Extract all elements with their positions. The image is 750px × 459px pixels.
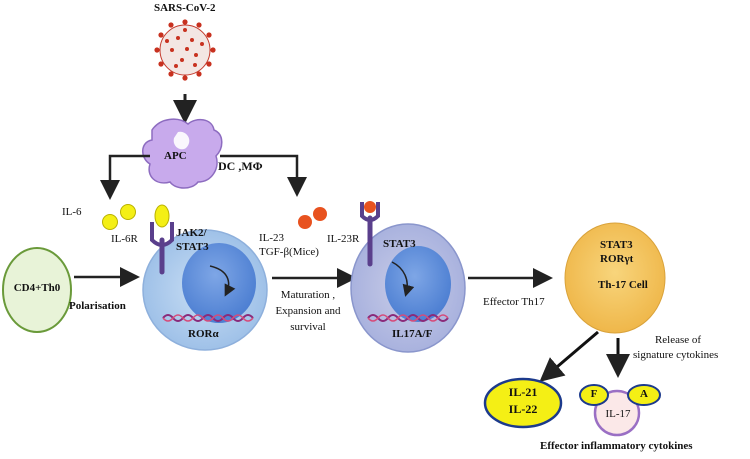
il21-il22-badge — [483, 377, 563, 429]
il23-molecule-icon — [313, 207, 327, 221]
th0-label: CD4+Th0 — [13, 282, 61, 294]
il21-label: IL-21 — [508, 385, 538, 399]
th17-to-il21-arrow — [539, 330, 599, 382]
maturation-line2: Expansion and — [275, 305, 341, 317]
th0-cell-shape — [2, 247, 72, 333]
apc-to-il6-arrow — [100, 154, 150, 200]
effector-th17-label: Effector Th17 — [483, 296, 545, 308]
release-line2: signature cytokines — [633, 349, 719, 361]
expanding-th17-cell — [350, 223, 466, 353]
il17-dimer-icon — [579, 384, 661, 437]
th17-ror-gamma-label: RORγt — [600, 253, 634, 265]
il6-receptor-icon — [150, 204, 174, 275]
effector-cytokines-caption: Effector inflammatory cytokines — [540, 440, 693, 452]
il23r-label: IL-23R — [327, 233, 360, 245]
il17-a-label: A — [640, 388, 648, 400]
ror-alpha-label: RORα — [188, 328, 219, 340]
th17-stat3-label: STAT3 — [600, 239, 633, 251]
apc-subtype-label: DC ,MΦ — [218, 159, 263, 173]
il22-label: IL-22 — [508, 402, 538, 416]
th17-cell-shape — [564, 222, 666, 334]
stat3-label: STAT3 — [176, 241, 209, 253]
il17-label: IL-17 — [605, 408, 631, 420]
il6-molecule-icon — [102, 214, 118, 230]
maturation-line3: survival — [290, 321, 326, 333]
virus-label: SARS-CoV-2 — [154, 2, 216, 14]
apc-to-il23-arrow — [220, 154, 307, 197]
apc-notch-shape — [173, 131, 190, 150]
polarisation-label: Polarisation — [69, 300, 126, 312]
apc-label: APC — [164, 150, 187, 162]
maturation-line1: Maturation , — [280, 289, 336, 301]
polarising-cell — [142, 229, 268, 351]
il6r-label: IL-6R — [111, 233, 138, 245]
th17-cell-label: Th-17 Cell — [598, 279, 648, 291]
il17-f-label: F — [590, 388, 598, 400]
il23-receptor-icon — [360, 201, 380, 267]
release-line1: Release of — [654, 334, 702, 346]
tgfb-label: TGF-β(Mice) — [259, 246, 319, 258]
apc-cell-shape — [142, 118, 223, 189]
jak2-label: JAK2/ — [176, 227, 207, 239]
sars-cov-2-virus-icon — [154, 19, 216, 81]
il23-molecule-icon — [298, 215, 312, 229]
cell2-stat3-label: STAT3 — [383, 238, 416, 250]
il6-molecule-icon — [120, 204, 136, 220]
il23-label: IL-23 — [259, 232, 285, 244]
il17af-label: IL17A/F — [392, 328, 433, 340]
il6-label: IL-6 — [62, 206, 82, 218]
